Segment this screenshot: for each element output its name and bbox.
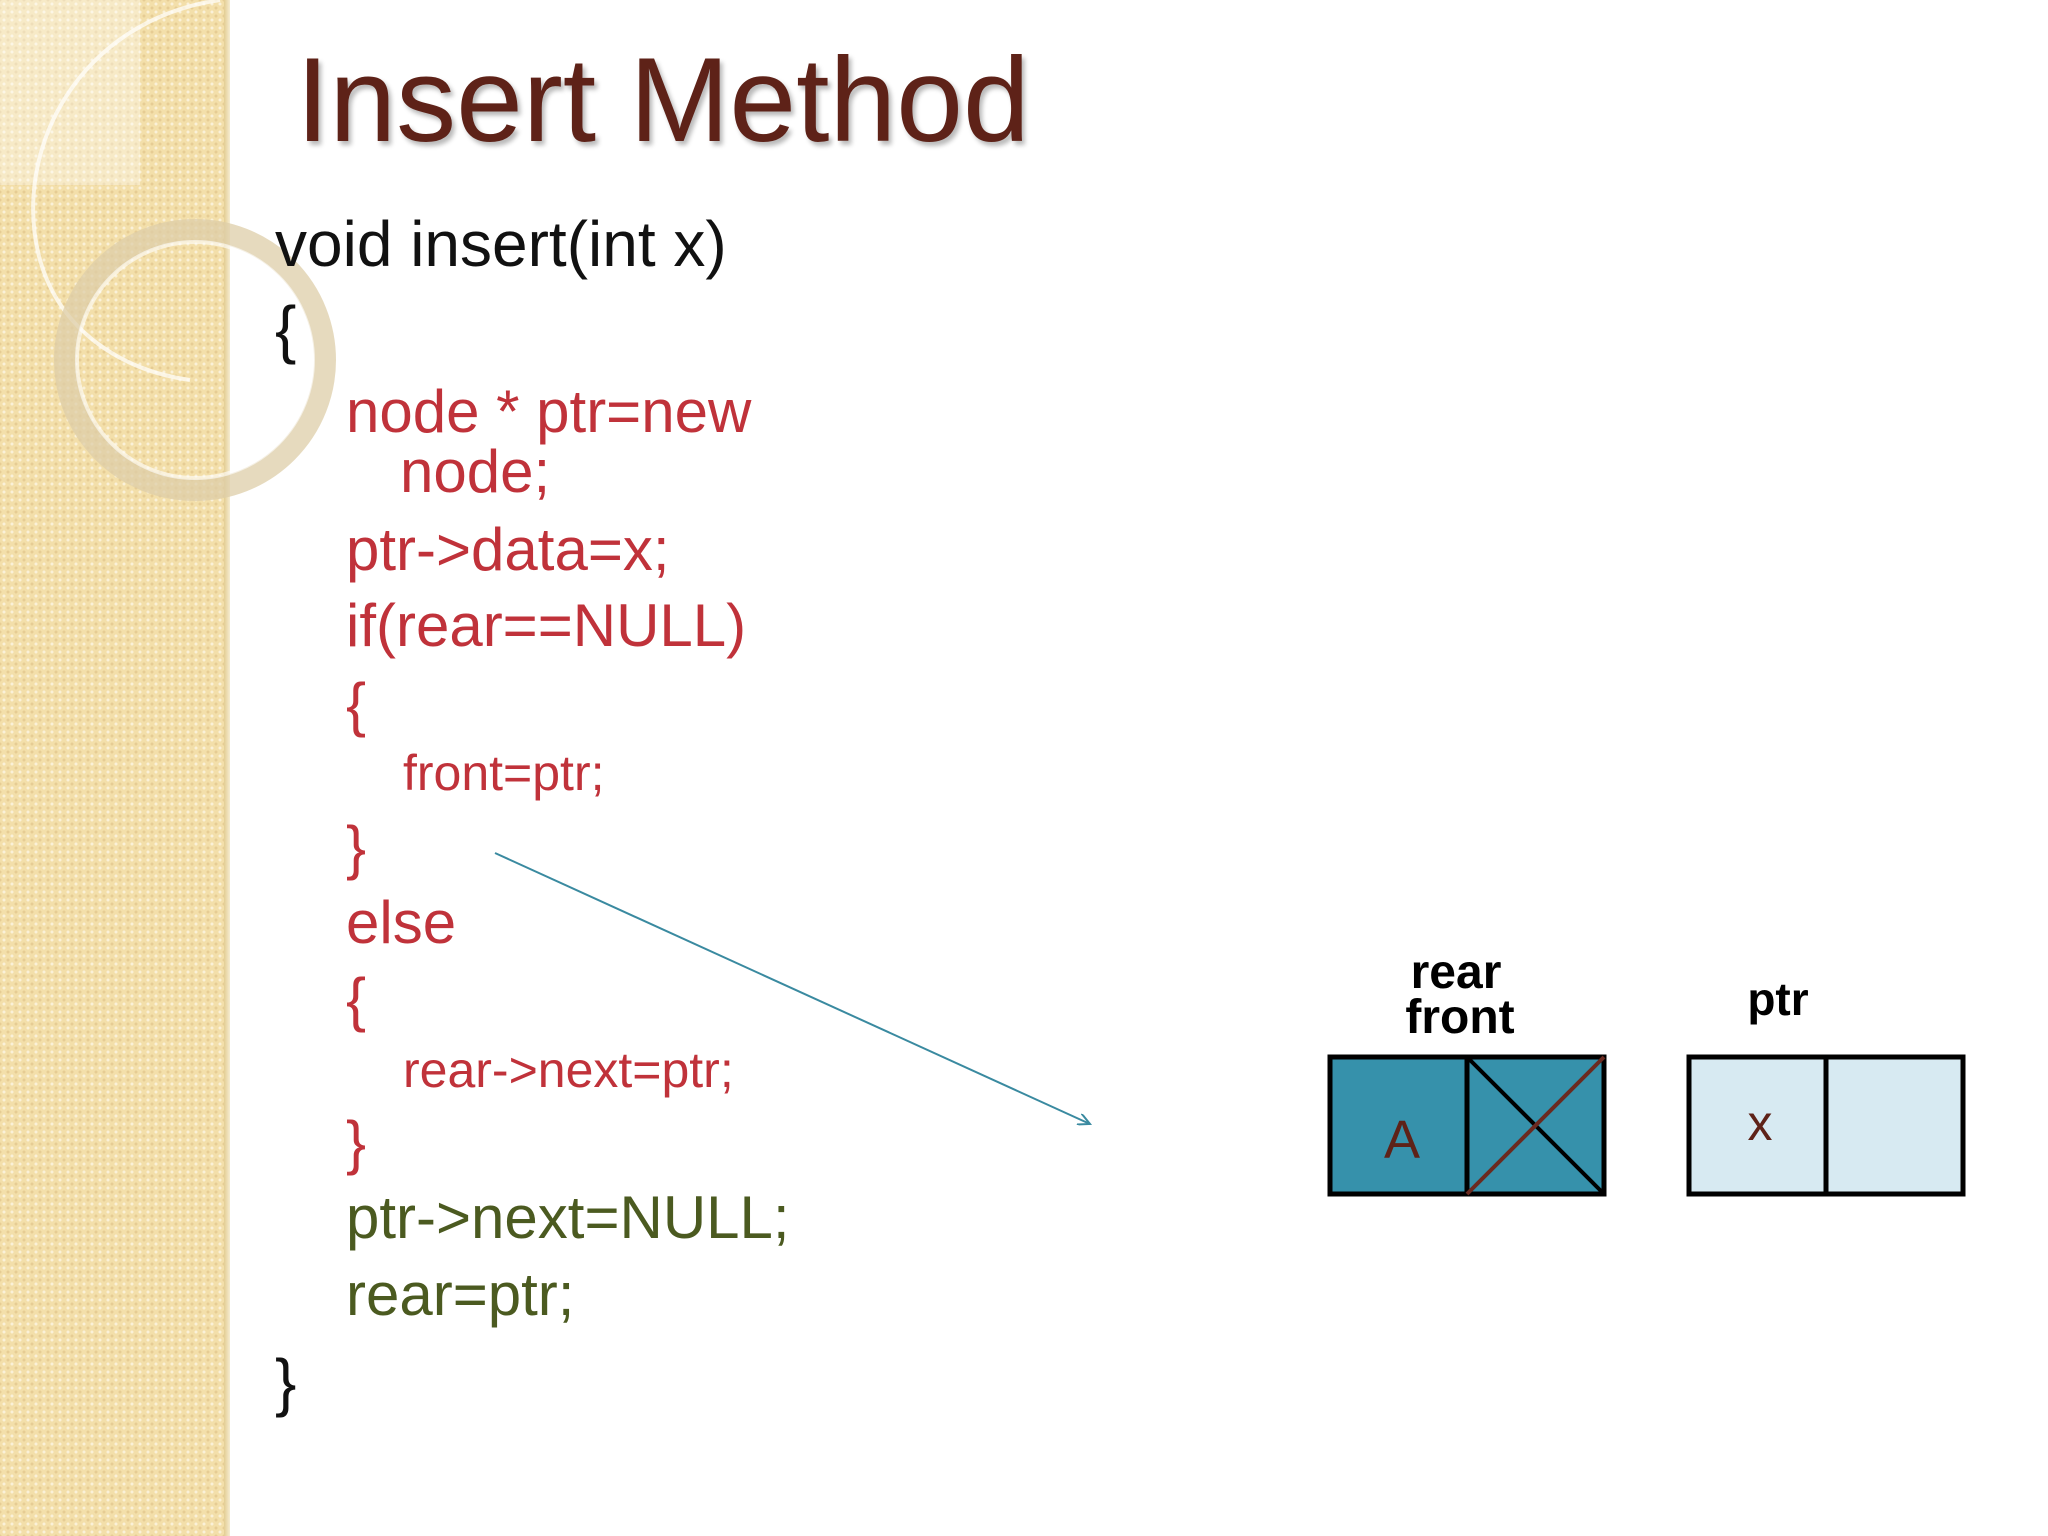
node1-label-rear: rear (1411, 946, 1502, 999)
slide-title: Insert Method (296, 33, 1030, 167)
node2-next-cell (1823, 1054, 1966, 1197)
code-line-set-data: ptr->data=x; (346, 516, 670, 583)
code-line-if: if(rear==NULL) (346, 592, 747, 659)
node1-label-front: front (1405, 991, 1514, 1044)
code-line-rear-next: rear->next=ptr; (403, 1042, 734, 1098)
node1-data-cell (1327, 1054, 1470, 1197)
code-line-ptr-next: ptr->next=NULL; (346, 1184, 790, 1251)
code-close-brace: } (275, 1346, 297, 1418)
ornament-ring-outer (54, 219, 336, 501)
node1-data-value: A (1384, 1110, 1420, 1170)
code-line-rear: rear=ptr; (346, 1261, 575, 1328)
ornament-rings (0, 0, 336, 501)
code-else-open-brace: { (346, 966, 367, 1033)
ornament-arc (31, 0, 221, 382)
code-else-close-brace: } (346, 1109, 367, 1176)
code-if-close-brace: } (346, 814, 367, 881)
node1-null-cross-b (1465, 1055, 1606, 1196)
code-line-new-node: node * ptr=new (346, 378, 752, 445)
ornament-ring-inner (75, 240, 315, 480)
node2-data-value: x (1748, 1095, 1773, 1151)
code-signature: void insert(int x) (275, 208, 727, 280)
code-line-front: front=ptr; (403, 745, 605, 801)
node2-label-ptr: ptr (1747, 973, 1808, 1025)
code-line-else: else (346, 889, 457, 956)
sidebar-edge (224, 0, 230, 1536)
pointer-arrow (494, 852, 1090, 1124)
code-line-new-node-cont: node; (400, 438, 551, 505)
code-if-open-brace: { (346, 671, 367, 738)
code-open-brace: { (275, 293, 297, 365)
